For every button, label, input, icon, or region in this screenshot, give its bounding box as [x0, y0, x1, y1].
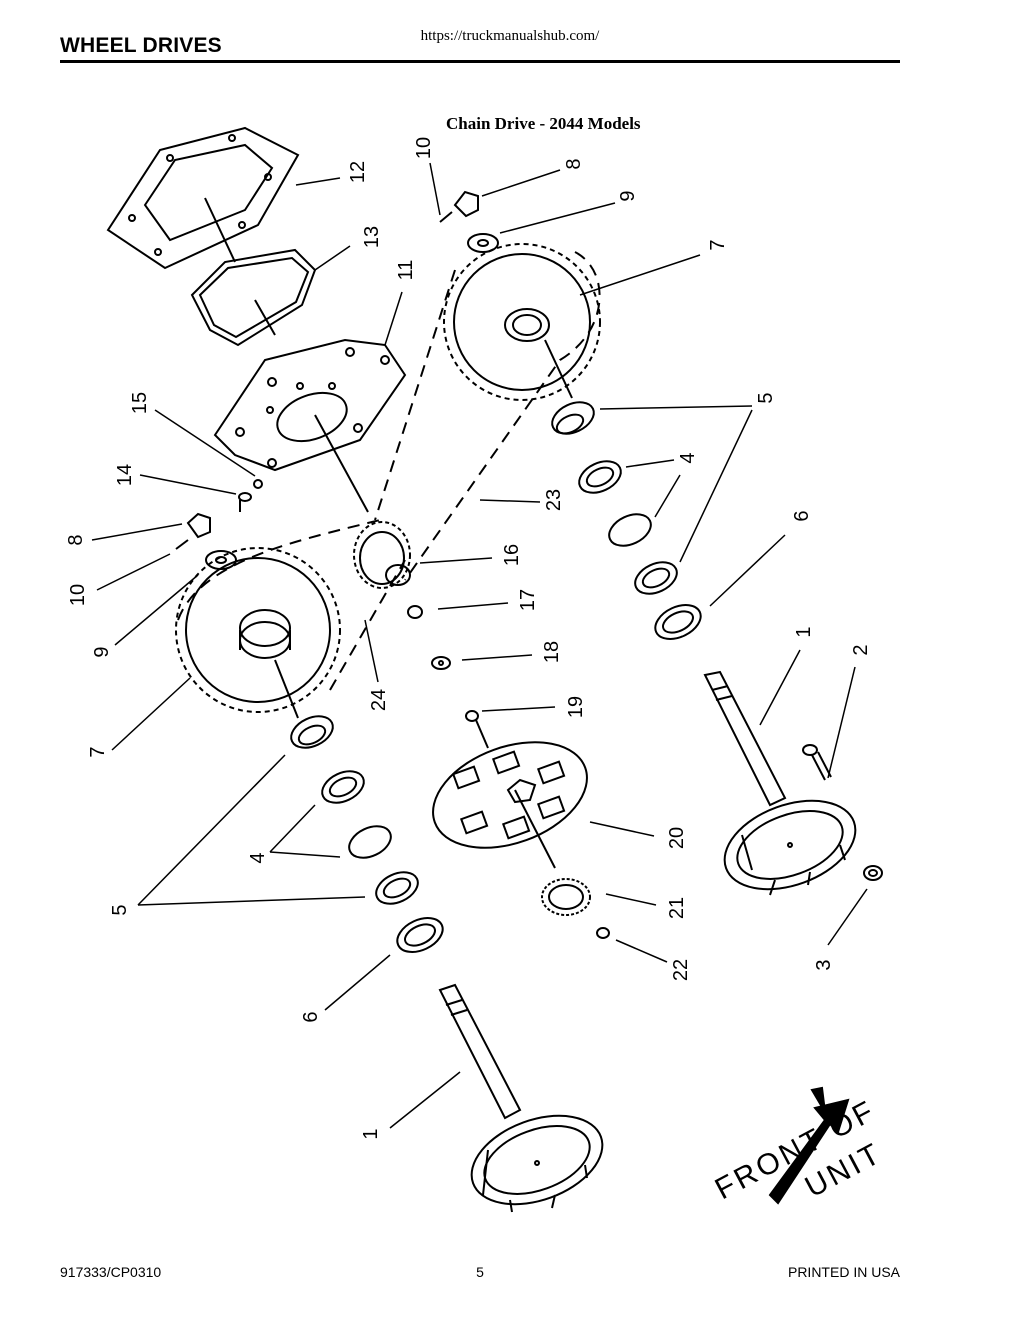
callout-7-left: 7 [87, 746, 109, 757]
source-url: https://truckmanualshub.com/ [420, 28, 600, 44]
callout-20: 20 [666, 827, 688, 849]
callout-4-upper: 4 [677, 452, 699, 463]
brake-disc-part [432, 741, 588, 869]
callout-19: 19 [565, 696, 587, 718]
callout-1-upper: 1 [793, 626, 815, 637]
lock-washer-part [253, 479, 263, 489]
callout-13: 13 [361, 226, 383, 248]
document-number: 917333/CP0310 [60, 1264, 162, 1280]
gasket-part [190, 248, 317, 347]
upper-bearing-stack [551, 401, 702, 640]
callout-4-lower: 4 [247, 852, 269, 863]
header-divider [60, 60, 900, 63]
lug-nut-part [863, 865, 883, 881]
callout-14: 14 [114, 464, 136, 486]
callout-5-upper: 5 [755, 392, 777, 403]
callout-12: 12 [347, 161, 369, 183]
callout-24: 24 [368, 689, 390, 711]
upper-sprocket-part [443, 243, 601, 401]
callout-10-left: 10 [67, 584, 89, 606]
upper-castle-nut-part [439, 190, 499, 253]
upper-axle-part [703, 670, 857, 896]
mounting-plate-part [213, 338, 407, 513]
lower-castle-nut-part [175, 512, 237, 570]
front-direction-arrow [768, 1086, 850, 1205]
wheel-bolt-part [802, 744, 832, 781]
cap-screw-part [238, 492, 252, 512]
lower-chain-part [177, 519, 406, 691]
lower-sprocket-part [175, 547, 341, 719]
callout-6-lower: 6 [300, 1011, 322, 1022]
callout-3: 3 [813, 959, 835, 970]
cover-plate-part [106, 126, 300, 270]
callout-16: 16 [501, 544, 523, 566]
retaining-ring-part [407, 605, 423, 619]
callout-17: 17 [517, 589, 539, 611]
washer-part [431, 656, 451, 670]
lower-bearing-stack [290, 715, 444, 953]
callout-6-upper: 6 [791, 510, 813, 521]
diagram-title: Chain Drive - 2044 Models [446, 114, 641, 133]
callout-8-left: 8 [65, 534, 87, 545]
callout-9-top: 9 [617, 190, 639, 201]
upper-chain-part [374, 251, 601, 581]
hub-gear-part [541, 878, 591, 916]
callout-21: 21 [666, 897, 688, 919]
callout-8-top: 8 [563, 158, 585, 169]
leader-lines [91, 162, 868, 1129]
callout-15: 15 [129, 392, 151, 414]
printed-in-label: PRINTED IN USA [787, 1264, 900, 1280]
callout-5-lower: 5 [109, 904, 131, 915]
callout-10-top: 10 [413, 137, 435, 159]
page-number: 5 [476, 1264, 484, 1280]
callout-18: 18 [541, 641, 563, 663]
screw-part [596, 927, 610, 939]
callout-7-top: 7 [707, 239, 729, 250]
callout-9-left: 9 [91, 646, 113, 657]
lower-axle-part [438, 983, 604, 1213]
callout-23: 23 [543, 489, 565, 511]
page-title: WHEEL DRIVES [60, 34, 222, 57]
drive-sprocket-part [353, 521, 411, 589]
callout-2: 2 [850, 644, 872, 655]
callout-11: 11 [395, 260, 417, 281]
callout-labels: 10 8 9 7 12 13 11 15 14 5 4 23 6 16 17 1… [65, 137, 872, 1140]
callout-1-lower: 1 [360, 1128, 382, 1139]
set-screw-part [465, 710, 489, 749]
callout-22: 22 [670, 959, 692, 981]
